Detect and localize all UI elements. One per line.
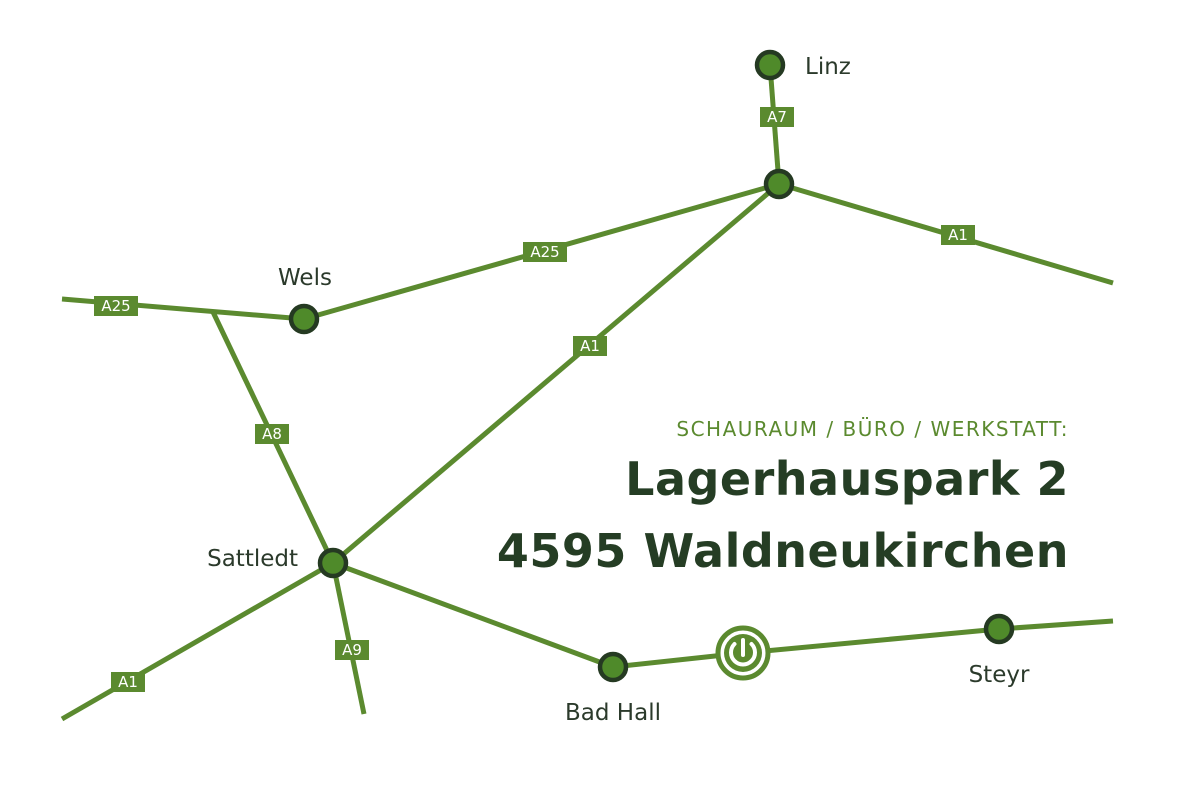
node-sattledt <box>317 547 349 579</box>
svg-text:A25: A25 <box>101 297 130 315</box>
roads <box>60 64 1114 722</box>
svg-text:A1: A1 <box>948 226 968 244</box>
shield-a1-east: A1 <box>941 225 975 245</box>
shield-a1-southwest: A1 <box>111 672 145 692</box>
city-labels: Linz Wels Sattledt Bad Hall Steyr <box>207 54 1030 726</box>
node-wels <box>288 303 320 335</box>
label-steyr: Steyr <box>969 662 1030 688</box>
node-linz <box>754 49 786 81</box>
svg-text:A1: A1 <box>118 673 138 691</box>
shield-a7: A7 <box>760 107 794 127</box>
node-steyr <box>983 613 1015 645</box>
road-a9 <box>330 562 367 715</box>
label-bad-hall: Bad Hall <box>565 700 661 726</box>
address-city: 4595 Waldneukirchen <box>496 524 1069 578</box>
node-bad-hall <box>597 651 629 683</box>
label-sattledt: Sattledt <box>207 546 298 572</box>
label-wels: Wels <box>278 265 332 291</box>
city-nodes <box>288 49 1015 683</box>
address-heading: SCHAURAUM / BÜRO / WERKSTATT: <box>676 417 1069 441</box>
road-sattledt-badhall <box>332 560 614 670</box>
highway-shields: A7 A1 A25 A25 A1 A8 A9 A1 <box>94 107 975 692</box>
road-a1-southwest <box>60 560 335 722</box>
shield-a9: A9 <box>335 640 369 660</box>
shield-a25-west: A25 <box>94 296 138 316</box>
shield-a8: A8 <box>255 424 289 444</box>
label-linz: Linz <box>805 54 851 80</box>
svg-text:A1: A1 <box>580 337 600 355</box>
svg-text:A9: A9 <box>342 641 362 659</box>
shield-a25-east: A25 <box>523 242 567 262</box>
power-icon <box>715 625 771 681</box>
node-linz-junction <box>763 168 795 200</box>
shield-a1-mid: A1 <box>573 336 607 356</box>
road-marker-steyr <box>742 626 1000 656</box>
svg-text:A8: A8 <box>262 425 282 443</box>
svg-text:A25: A25 <box>530 243 559 261</box>
address-street: Lagerhauspark 2 <box>625 452 1069 506</box>
road-steyr-east <box>998 618 1114 632</box>
svg-text:A7: A7 <box>767 108 787 126</box>
road-a1-mid <box>331 182 781 565</box>
